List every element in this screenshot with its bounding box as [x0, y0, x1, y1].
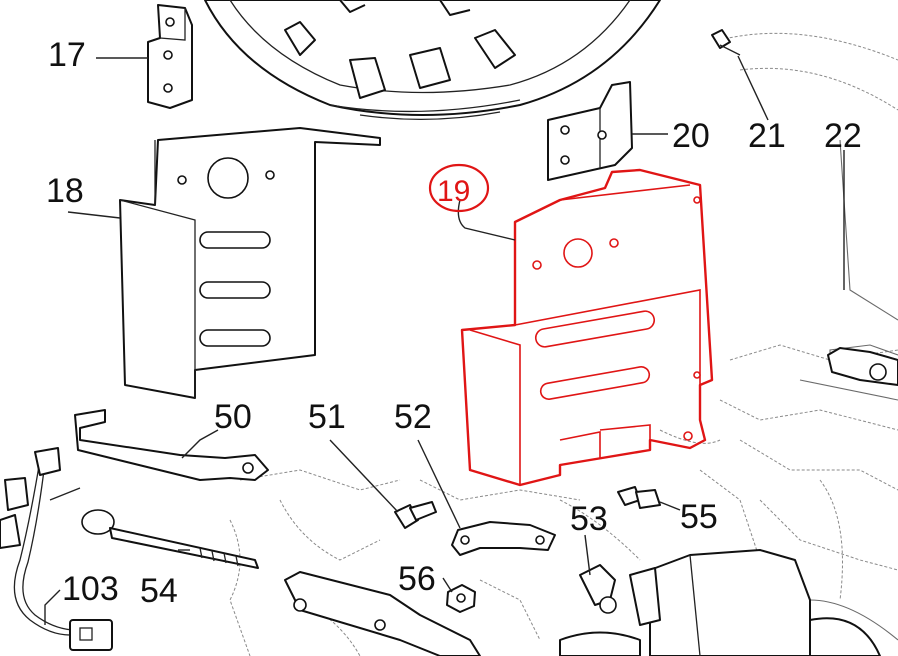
callout-labels: 17 18 19 20 21 22 50 51 52 53 54 55 56 1… — [46, 36, 862, 610]
part-19-cover-plate-highlighted[interactable] — [460, 168, 714, 487]
callout-51: 51 — [308, 398, 346, 436]
part-54-eye-bolt[interactable] — [81, 509, 259, 569]
callout-50: 50 — [214, 398, 252, 436]
part-18-cover-plate[interactable] — [119, 127, 381, 399]
callout-56: 56 — [398, 560, 436, 598]
part-51-bolt[interactable] — [394, 501, 437, 529]
part-56-nut[interactable] — [446, 584, 476, 613]
part-21-screw[interactable] — [711, 29, 741, 56]
callout-53: 53 — [570, 500, 608, 538]
part-17-bracket[interactable] — [147, 4, 193, 109]
callout-20: 20 — [672, 117, 710, 155]
part-50-strap-bracket[interactable] — [74, 409, 269, 481]
part-103-wiring-harness[interactable] — [0, 447, 113, 651]
starter-motor — [559, 549, 881, 656]
callout-103: 103 — [62, 570, 119, 608]
callout-22: 22 — [824, 117, 862, 155]
callout-19: 19 — [437, 175, 470, 208]
callout-18: 18 — [46, 172, 84, 210]
callout-52: 52 — [394, 398, 432, 436]
part-55-bolt[interactable] — [617, 486, 661, 509]
callout-21: 21 — [748, 117, 786, 155]
leader-lines — [44, 55, 845, 625]
callout-54: 54 — [140, 572, 178, 610]
callout-19-circle — [428, 163, 490, 213]
bottom-mount-plate — [284, 571, 481, 656]
callout-55: 55 — [680, 498, 718, 536]
part-52-small-strap[interactable] — [451, 521, 556, 556]
wheel-housing — [204, 0, 661, 120]
right-side-bracket — [827, 347, 898, 386]
part-53-plug[interactable] — [579, 564, 617, 614]
callout-17: 17 — [48, 36, 86, 74]
part-20-angle-bracket[interactable] — [547, 81, 633, 181]
